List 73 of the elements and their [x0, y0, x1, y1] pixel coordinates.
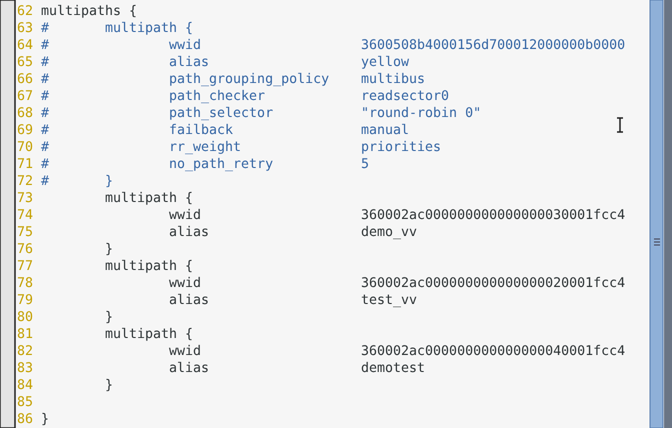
line-number: 72: [17, 174, 34, 190]
code-text: 360002ac000000000000000040001fcc4: [361, 344, 626, 360]
code-text: alias: [169, 293, 210, 309]
line-number: 76: [17, 242, 34, 258]
line-number: 86: [17, 412, 34, 428]
code-text: #: [41, 174, 50, 190]
line-number: 80: [17, 310, 34, 326]
code-text: 5: [361, 157, 370, 173]
code-text: }: [41, 412, 50, 428]
code-text: multipath {: [105, 327, 194, 343]
code-text: path_checker: [169, 89, 266, 105]
code-text: #: [41, 89, 50, 105]
line-number: 73: [17, 191, 34, 207]
line-number: 65: [17, 55, 34, 71]
line-number: 85: [17, 395, 34, 411]
line-number: 84: [17, 378, 34, 394]
code-text: multipath {: [105, 191, 194, 207]
code-text: demotest: [361, 361, 426, 377]
code-text: multipaths {: [41, 4, 138, 20]
code-text: #: [41, 106, 50, 122]
code-text: }: [105, 174, 114, 190]
code-text: 360002ac000000000000000030001fcc4: [361, 208, 626, 224]
code-text: priorities: [361, 140, 442, 156]
code-text: #: [41, 38, 50, 54]
code-text: path_grouping_policy: [169, 72, 330, 88]
code-text: wwid: [169, 38, 202, 54]
line-number: 66: [17, 72, 34, 88]
code-text: #: [41, 123, 50, 139]
code-text: #: [41, 55, 50, 71]
line-number: 68: [17, 106, 34, 122]
line-number: 79: [17, 293, 34, 309]
code-text: multibus: [361, 72, 426, 88]
line-number: 83: [17, 361, 34, 377]
code-text: failback: [169, 123, 234, 139]
code-text: multipath {: [105, 259, 194, 275]
code-text: readsector0: [361, 89, 450, 105]
code-text: wwid: [169, 276, 202, 292]
line-number: 69: [17, 123, 34, 139]
line-number: 78: [17, 276, 34, 292]
code-text: "round-robin 0": [361, 106, 482, 122]
code-text: #: [41, 140, 50, 156]
code-text: 360002ac000000000000000020001fcc4: [361, 276, 626, 292]
code-text: #: [41, 157, 50, 173]
code-text: 3600508b4000156d700012000000b0000: [361, 38, 626, 54]
line-number: 81: [17, 327, 34, 343]
code-text: multipath {: [105, 21, 194, 37]
code-text: wwid: [169, 344, 202, 360]
code-text: }: [105, 242, 114, 258]
code-text: alias: [169, 361, 210, 377]
line-number: 71: [17, 157, 34, 173]
code-text: test_vv: [361, 293, 418, 309]
code-text: manual: [361, 123, 410, 139]
line-number: 64: [17, 38, 34, 54]
code-text: }: [105, 310, 114, 326]
code-text: #: [41, 21, 50, 37]
code-text: wwid: [169, 208, 202, 224]
line-number: 74: [17, 208, 34, 224]
line-number: 82: [17, 344, 34, 360]
line-number: 77: [17, 259, 34, 275]
code-text: demo_vv: [361, 225, 418, 241]
code-text: alias: [169, 225, 210, 241]
line-number: 75: [17, 225, 34, 241]
line-number: 62: [17, 4, 34, 20]
code-text: yellow: [361, 55, 410, 71]
line-number: 67: [17, 89, 34, 105]
code-text: }: [105, 378, 114, 394]
code-text: no_path_retry: [169, 157, 274, 173]
line-number: 70: [17, 140, 34, 156]
code-text: #: [41, 72, 50, 88]
code-text: alias: [169, 55, 210, 71]
line-number: 63: [17, 21, 34, 37]
code-text: rr_weight: [169, 140, 242, 156]
code-text: path_selector: [169, 106, 274, 122]
